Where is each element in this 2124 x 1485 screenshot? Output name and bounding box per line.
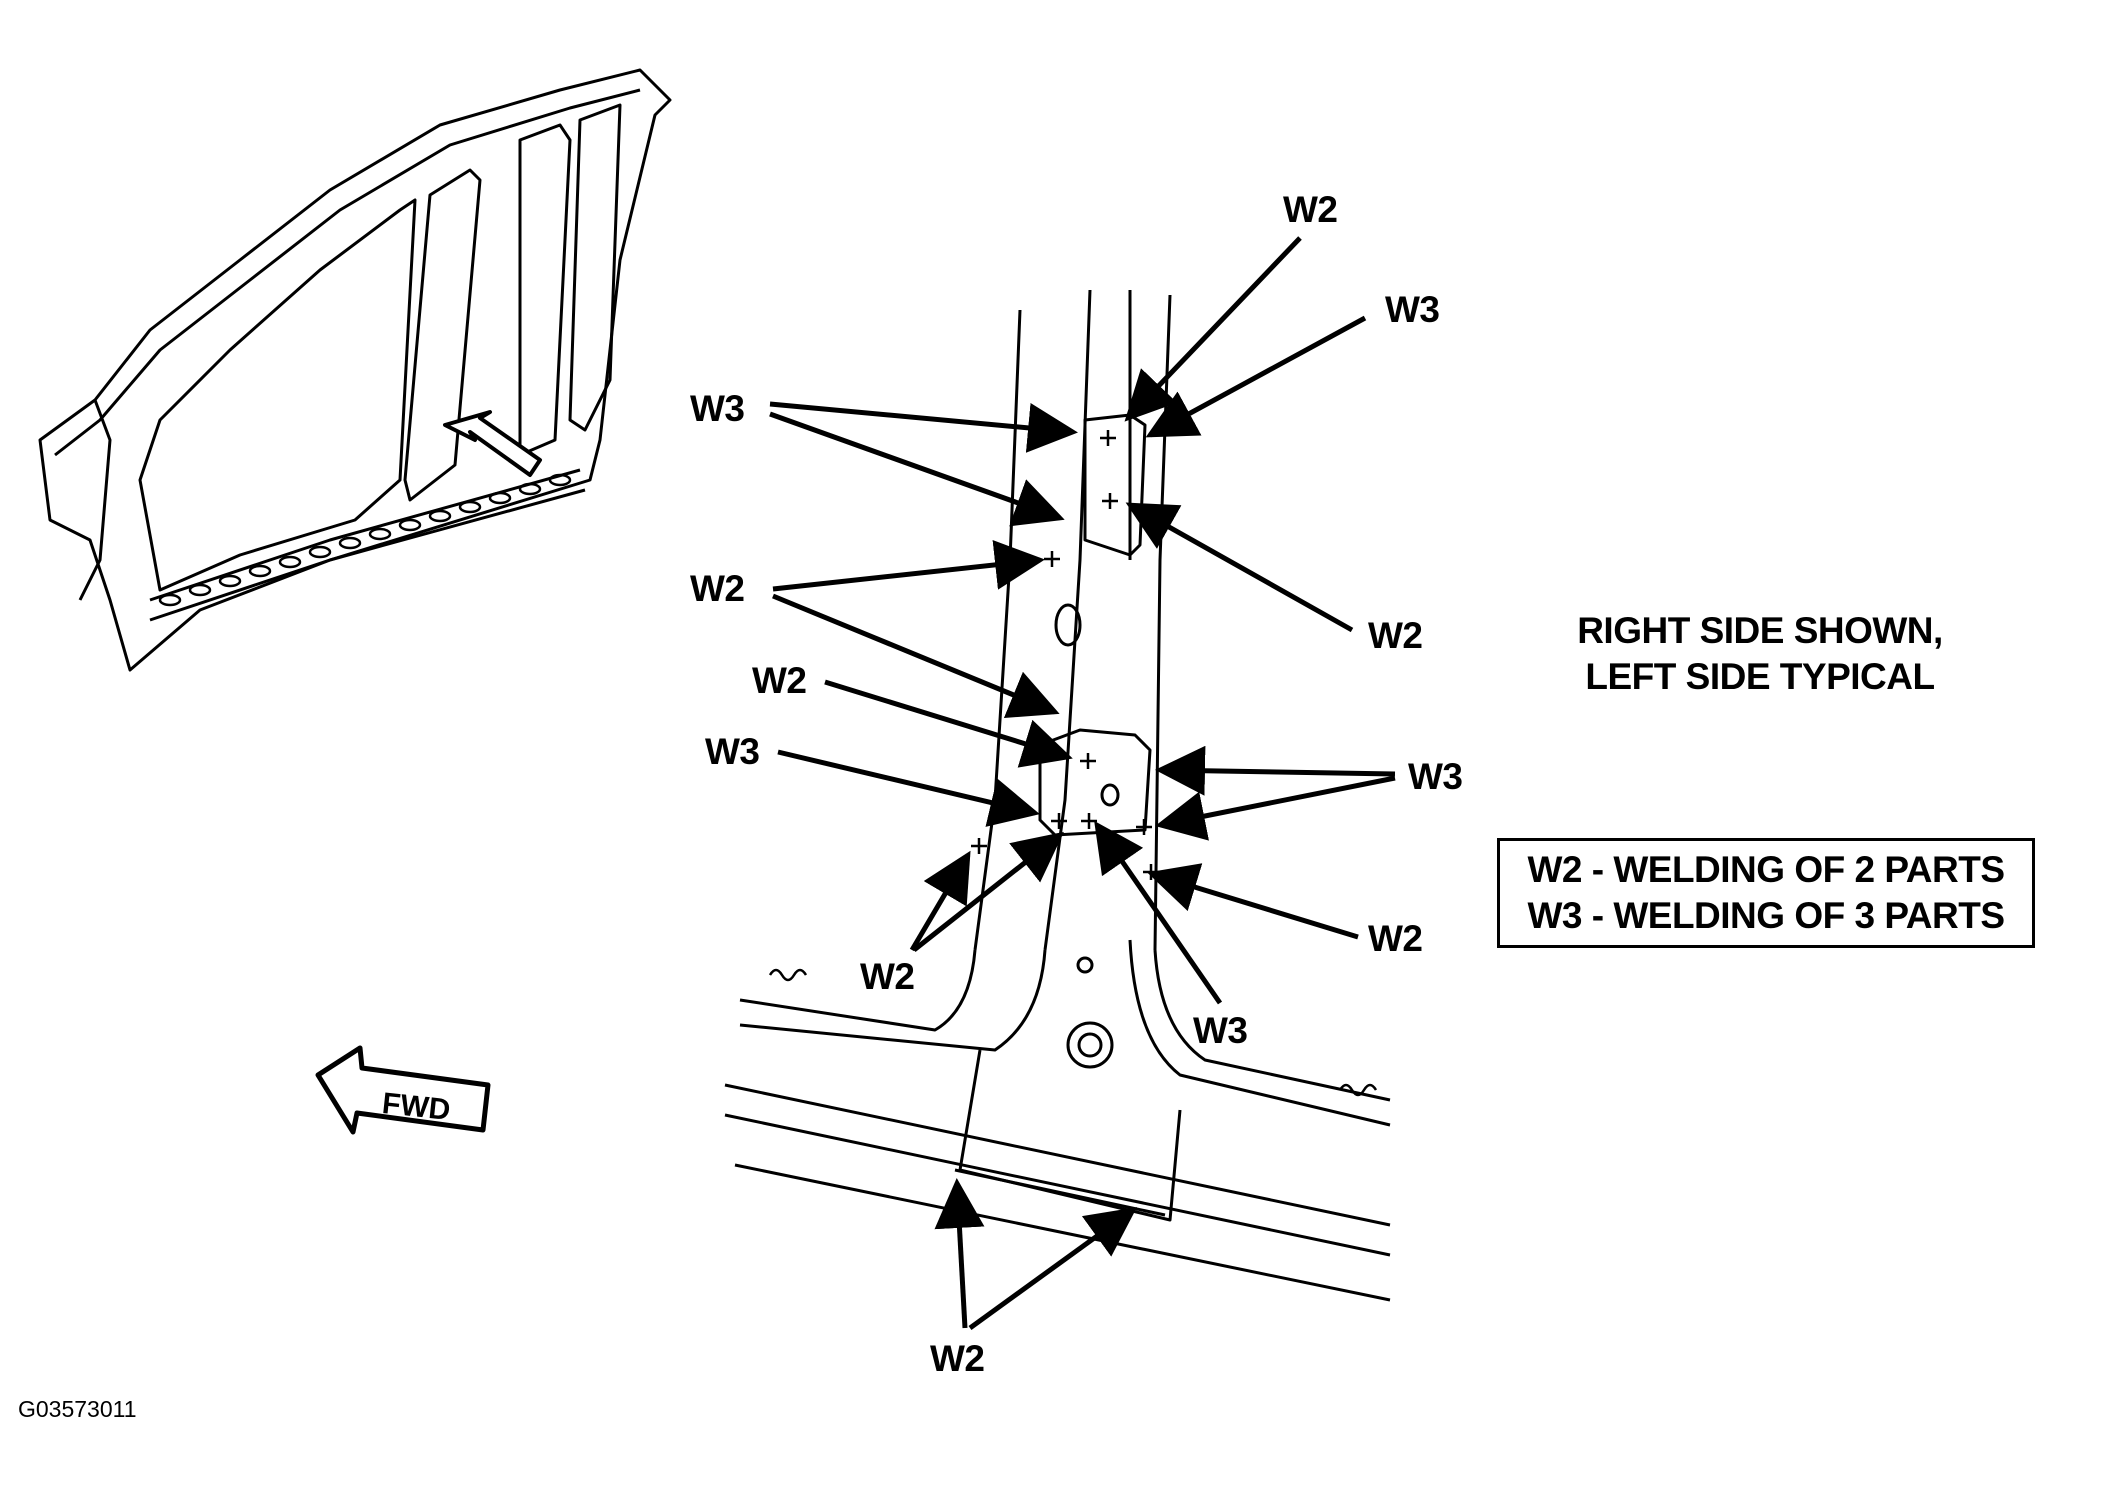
callout-label-bottom-left-w2: W2	[860, 956, 915, 997]
callout-label-upper-left-w3: W3	[690, 388, 745, 429]
vehicle-body-side-illustration	[38, 68, 672, 672]
callout-label-center-w2: W2	[752, 660, 807, 701]
legend-item-w3: W3 - WELDING OF 3 PARTS	[1527, 895, 2005, 936]
b-pillar-detail-illustration	[724, 289, 1391, 1302]
callout-label-lower-right-w2: W2	[1368, 918, 1423, 959]
side-note-line-2: LEFT SIDE TYPICAL	[1585, 656, 1935, 697]
callout-label-upper-right-w2: W2	[1368, 615, 1423, 656]
weld-legend-box: W2 - WELDING OF 2 PARTS W3 - WELDING OF …	[1497, 838, 2035, 948]
callout-label-bottom-center-w3: W3	[1193, 1010, 1248, 1051]
forward-direction-arrow	[315, 1045, 491, 1135]
callout-label-top-w2: W2	[1283, 189, 1338, 230]
figure-id: G03573011	[18, 1396, 137, 1422]
weld-marks	[971, 430, 1159, 880]
break-marks	[768, 968, 1378, 1097]
legend-item-w2: W2 - WELDING OF 2 PARTS	[1527, 849, 2005, 890]
callout-label-lower-right-w3: W3	[1408, 756, 1463, 797]
forward-label: FWD	[380, 1087, 452, 1127]
side-note: RIGHT SIDE SHOWN, LEFT SIDE TYPICAL	[1500, 608, 2020, 700]
callout-arrows	[769, 236, 1396, 1331]
callout-label-rocker-w2: W2	[930, 1338, 985, 1379]
callout-label-mid-left-w2: W2	[690, 568, 745, 609]
locator-arrow	[443, 410, 542, 477]
side-note-line-1: RIGHT SIDE SHOWN,	[1577, 610, 1943, 651]
callout-label-lower-left-w3: W3	[705, 731, 760, 772]
callout-label-top-w3: W3	[1385, 289, 1440, 330]
